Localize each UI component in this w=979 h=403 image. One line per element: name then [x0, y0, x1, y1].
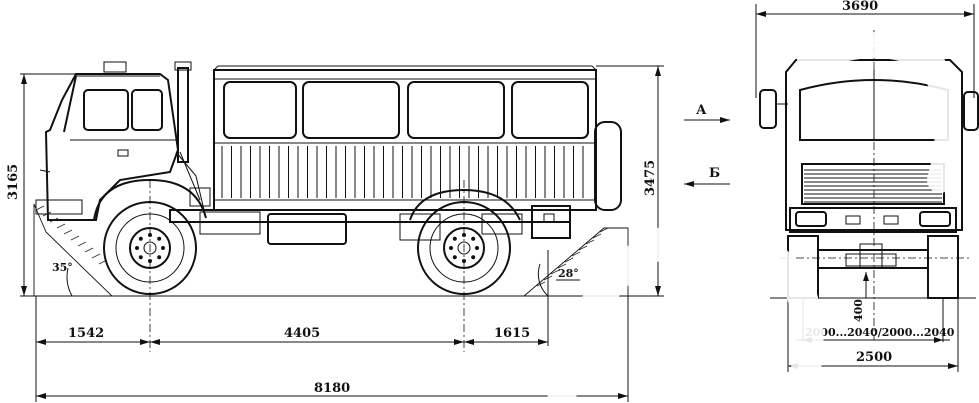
dim-track-label: 2000...2040/2000...2040: [805, 326, 955, 339]
side-view: 3165 3475 1542 4405 1615: [6, 61, 730, 402]
approach-angle-label: 35°: [52, 261, 73, 274]
view-arrow-a: А: [684, 103, 730, 123]
view-arrow-b-label: Б: [709, 166, 720, 181]
passenger-body: [213, 65, 622, 211]
view-arrow-a-label: А: [696, 103, 707, 118]
dim-body-height-label: 3475: [643, 160, 658, 196]
dim-rear-overhang: 1615: [494, 326, 530, 341]
view-arrow-b: Б: [684, 166, 730, 187]
dim-top-width-label: 3690: [842, 0, 878, 14]
watermark-arc: [547, 32, 961, 403]
dim-partials: 1542 4405 1615: [35, 296, 549, 402]
dim-cab-height: 3165: [6, 73, 80, 297]
rear-wheel: [409, 188, 521, 295]
dim-ground-clearance-label: 400: [852, 299, 865, 322]
dim-body-width-label: 2500: [856, 350, 892, 365]
dim-cab-height-label: 3165: [6, 164, 21, 200]
chassis: [169, 151, 571, 245]
approach-angle-zone: [33, 203, 114, 297]
dim-wheelbase: 4405: [284, 326, 320, 341]
dim-overall-length: 8180: [36, 296, 629, 402]
cab: [35, 61, 192, 221]
dim-overall-length-label: 8180: [314, 381, 350, 396]
dim-top-width: 3690: [755, 0, 975, 98]
dim-ground-clearance: 400: [852, 272, 869, 322]
departure-angle-label: 28°: [558, 267, 579, 280]
dim-front-overhang: 1542: [68, 326, 104, 341]
